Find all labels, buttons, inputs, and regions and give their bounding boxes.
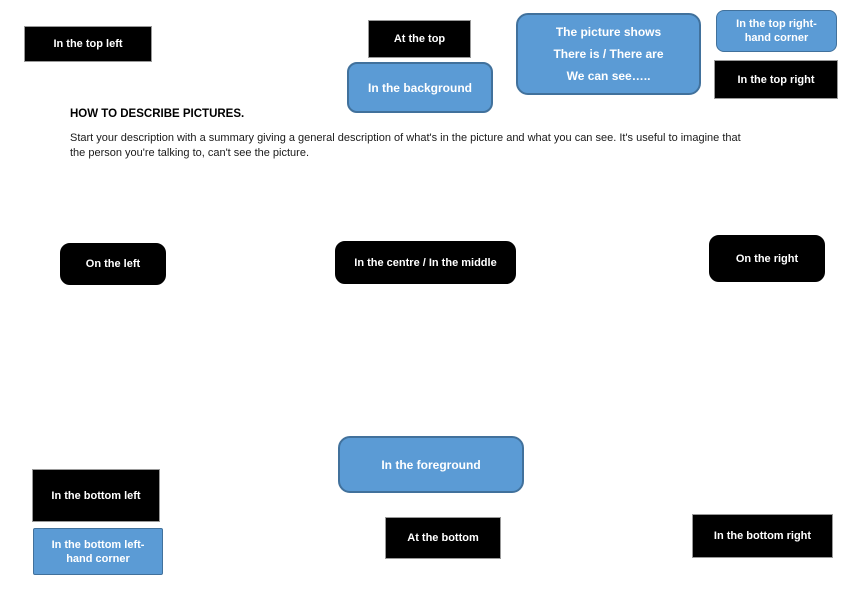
label-in-the-foreground: In the foreground [338,436,524,493]
label-on-the-left: On the left [60,243,166,285]
summary-line-2: There is / There are [553,47,664,61]
label-bottom-left-hand-corner: In the bottom left- hand corner [33,528,163,575]
label-text: In the background [367,80,472,95]
summary-line-1: The picture shows [555,25,662,39]
label-at-the-top: At the top [368,20,471,58]
label-in-the-bottom-right: In the bottom right [692,514,833,558]
label-text: At the bottom [407,532,479,544]
label-text: At the top [393,33,446,45]
label-text-line-1: In the top right- [736,18,817,30]
label-on-the-right: On the right [709,235,825,282]
label-text: In the foreground [381,457,481,472]
label-text-line-2: hand corner [744,32,809,44]
label-text: In the bottom left [51,489,141,502]
intro-paragraph: Start your description with a summary gi… [70,132,741,159]
label-in-the-background: In the background [347,62,493,113]
label-in-the-centre: In the centre / In the middle [335,241,516,284]
label-text: On the right [735,252,799,265]
page-title: HOW TO DESCRIBE PICTURES. [70,108,245,120]
label-text: In the top left [53,38,123,50]
label-text: On the left [85,258,141,270]
label-at-the-bottom: At the bottom [385,517,501,559]
label-top-left: In the top left [24,26,152,62]
label-text: In the bottom right [713,530,812,542]
label-text-line-2: hand corner [66,552,130,565]
summary-line-3: We can see….. [566,69,651,83]
label-in-the-top-right: In the top right [714,60,838,99]
label-top-right-hand-corner: In the top right- hand corner [716,10,837,52]
label-text-line-1: In the bottom left- [51,538,145,551]
summary-phrases-box: The picture shows There is / There are W… [516,13,701,95]
label-in-the-bottom-left: In the bottom left [32,469,160,522]
label-text: In the top right [737,73,815,86]
label-text: In the centre / In the middle [354,256,497,269]
